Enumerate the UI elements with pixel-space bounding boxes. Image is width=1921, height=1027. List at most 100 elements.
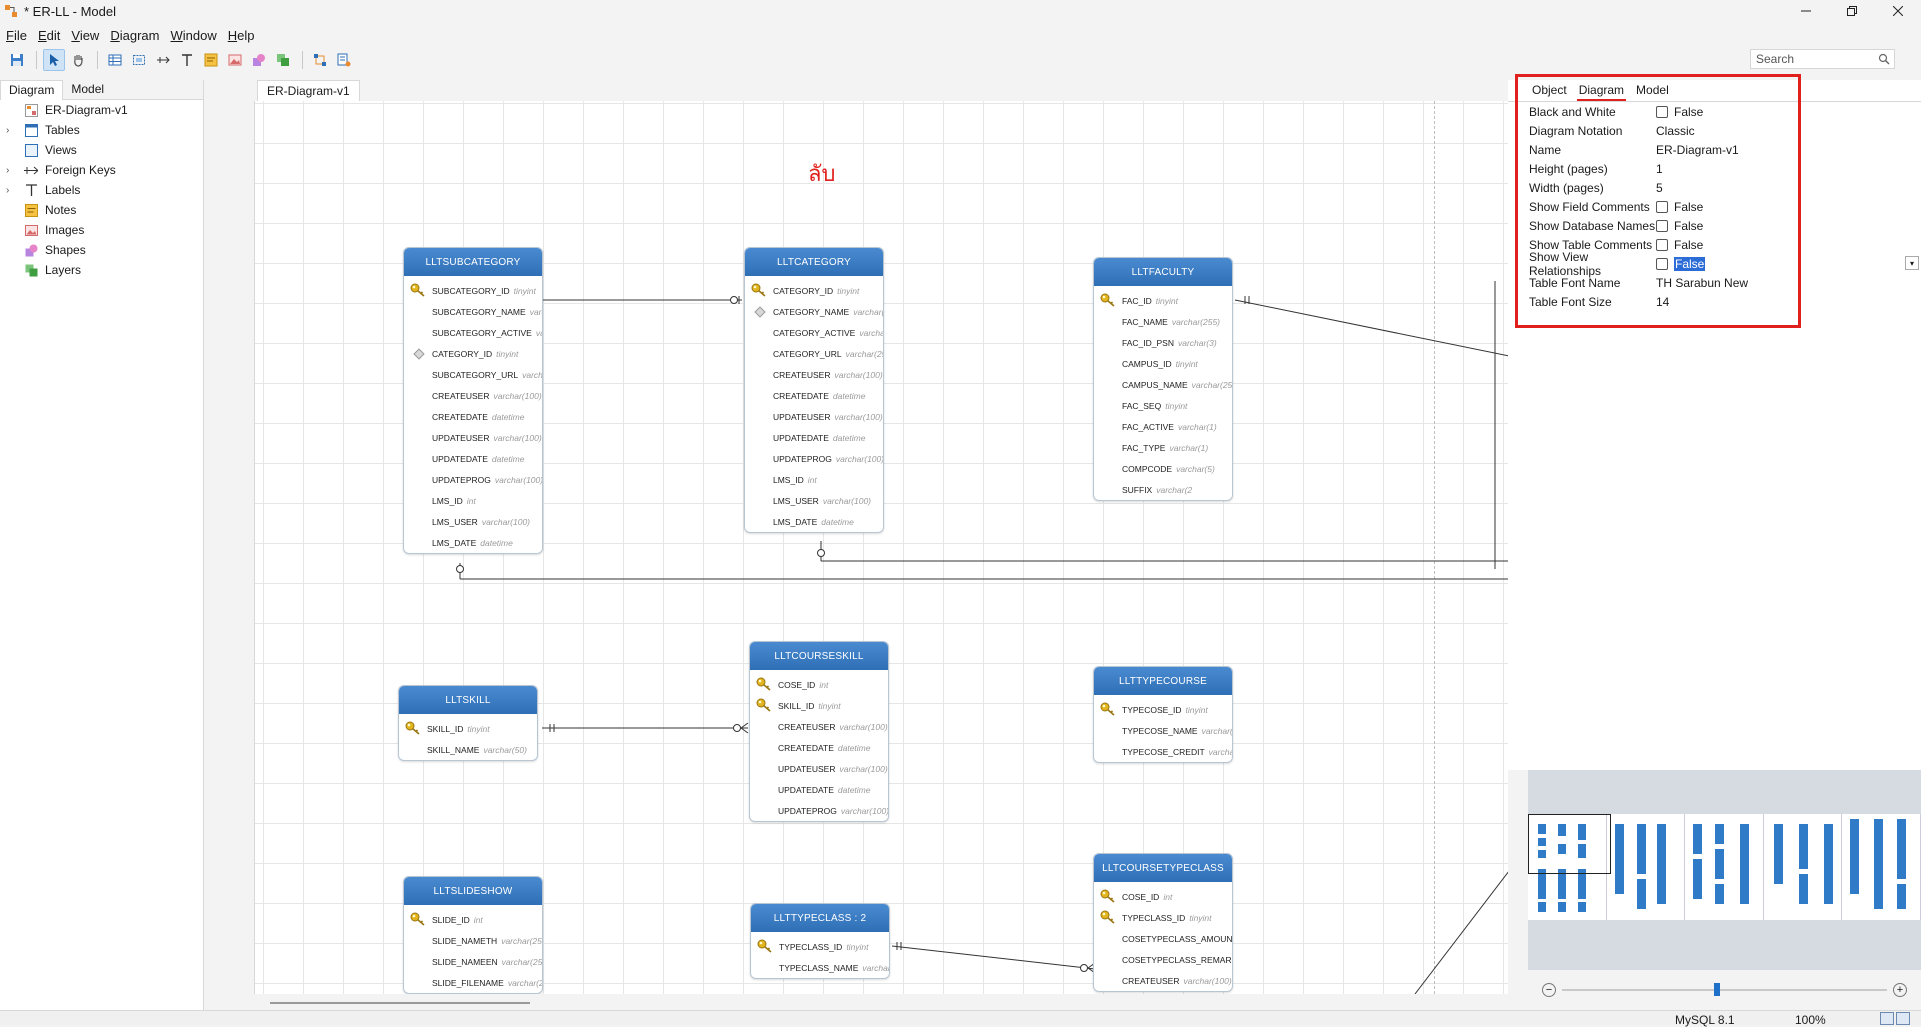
add-image-button[interactable] — [224, 49, 246, 71]
table-column[interactable]: SUBCATEGORY_NAMEvarc... — [404, 301, 542, 322]
property-row[interactable]: Width (pages)5 — [1508, 178, 1921, 197]
zoom-out-button[interactable]: − — [1542, 983, 1556, 997]
generate-sql-button[interactable] — [333, 49, 355, 71]
property-value[interactable]: TH Sarabun New — [1656, 276, 1748, 290]
search-icon[interactable] — [1878, 53, 1890, 68]
tab-object[interactable]: Object — [1532, 83, 1567, 97]
property-value[interactable]: 14 — [1656, 295, 1669, 309]
watermark-label[interactable]: ลับ — [808, 162, 836, 187]
property-value[interactable]: 1 — [1656, 162, 1663, 176]
table-column[interactable]: SUBCATEGORY_URLvarcha... — [404, 364, 542, 385]
tree-item-shapes[interactable]: Shapes — [0, 240, 203, 260]
table-column[interactable]: CATEGORY_ACTIVEvarchar... — [745, 322, 883, 343]
tree-item-images[interactable]: Images — [0, 220, 203, 240]
tree-item-views[interactable]: Views — [0, 140, 203, 160]
table-column[interactable]: COSETYPECLASS_AMOUNT... — [1094, 928, 1232, 949]
property-checkbox[interactable] — [1656, 257, 1668, 270]
add-shape-button[interactable] — [248, 49, 270, 71]
select-tool-button[interactable] — [43, 49, 65, 71]
add-foreign-key-button[interactable] — [152, 49, 174, 71]
layout-split-icon[interactable] — [1896, 1012, 1910, 1025]
chevron-down-icon[interactable]: ▾ — [1905, 256, 1919, 270]
table-header[interactable]: LLTFACULTY — [1094, 258, 1232, 286]
layout-single-icon[interactable] — [1880, 1012, 1894, 1025]
table-column[interactable]: TYPECLASS_NAMEvarchar(... — [751, 957, 889, 978]
tab-diagram-properties[interactable]: Diagram — [1573, 80, 1630, 102]
zoom-slider-track[interactable] — [1562, 989, 1887, 991]
tree-item-notes[interactable]: Notes — [0, 200, 203, 220]
pan-tool-button[interactable] — [67, 49, 89, 71]
property-value[interactable]: False — [1656, 219, 1703, 233]
expand-arrow-icon[interactable]: › — [6, 184, 10, 196]
property-value[interactable]: False — [1656, 238, 1703, 252]
table-header[interactable]: LLTCOURSESKILL — [750, 642, 888, 670]
save-button[interactable] — [6, 49, 28, 71]
tab-er-diagram[interactable]: ER-Diagram-v1 — [257, 80, 360, 101]
tab-model[interactable]: Model — [71, 82, 105, 96]
add-view-button[interactable] — [128, 49, 150, 71]
tree-item-diagram[interactable]: ER-Diagram-v1 — [0, 100, 203, 120]
property-value[interactable]: Classic — [1656, 124, 1695, 138]
property-value[interactable]: 5 — [1656, 181, 1663, 195]
table-header[interactable]: LLTSLIDESHOW — [404, 877, 542, 905]
menu-file[interactable]: File — [6, 27, 27, 43]
add-table-button[interactable] — [104, 49, 126, 71]
property-value[interactable]: False — [1656, 200, 1703, 214]
table-header[interactable]: LLTTYPECOURSE — [1094, 667, 1232, 695]
overview-viewport[interactable] — [1528, 814, 1611, 874]
property-value[interactable]: False — [1656, 256, 1706, 271]
table-header[interactable]: LLTTYPECLASS : 2 — [751, 904, 889, 932]
tree-item-layers[interactable]: Layers — [0, 260, 203, 280]
expand-arrow-icon[interactable]: › — [6, 164, 10, 176]
tree-item-tables[interactable]: › Tables — [0, 120, 203, 140]
add-note-button[interactable] — [200, 49, 222, 71]
add-layer-button[interactable] — [272, 49, 294, 71]
property-row[interactable]: Height (pages)1 — [1508, 159, 1921, 178]
auto-layout-button[interactable] — [309, 49, 331, 71]
menu-diagram[interactable]: Diagram — [110, 27, 160, 43]
maximize-button[interactable] — [1829, 0, 1875, 22]
add-label-button[interactable] — [176, 49, 198, 71]
menu-help[interactable]: Help — [227, 27, 255, 43]
